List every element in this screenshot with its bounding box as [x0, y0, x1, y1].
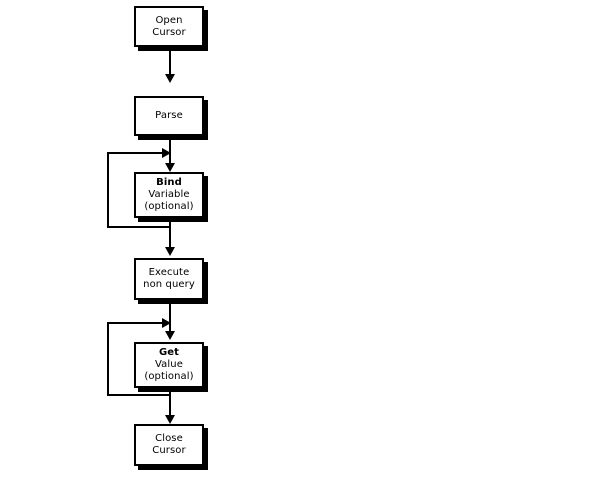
node-parse-label: Parse [136, 110, 202, 122]
connector-get-loopback-left-rail [107, 322, 109, 396]
node-close-cursor[interactable]: Close Cursor [134, 424, 204, 466]
node-parse-label-line-1: Parse [155, 110, 183, 122]
node-get-value-label-line-2: Value [155, 359, 183, 371]
connector-get-to-close-arrowhead [165, 415, 175, 424]
node-execute-non-query[interactable]: Execute non query [134, 258, 204, 300]
node-open-cursor[interactable]: Open Cursor [134, 6, 204, 47]
connector-open-to-parse-arrowhead [165, 74, 175, 83]
node-bind-variable-label-line-1: Bind [156, 177, 182, 189]
connector-execute-to-get-arrowhead [165, 331, 175, 340]
connector-parse-to-bind-arrowhead [165, 163, 175, 172]
connector-get-loopback-top [107, 322, 165, 324]
node-close-cursor-label-line-1: Close [155, 433, 183, 445]
connector-get-to-close-line [169, 392, 171, 416]
connector-open-to-parse-line [169, 51, 171, 75]
connector-bind-loopback-bottom [107, 226, 171, 228]
node-execute-non-query-label-line-2: non query [143, 279, 195, 290]
node-close-cursor-label-line-2: Cursor [152, 445, 186, 456]
node-open-cursor-label-line-1: Open [155, 14, 183, 26]
node-bind-variable-label-line-3: (optional) [144, 200, 194, 212]
node-get-value-label-line-1: Get [158, 347, 180, 359]
node-open-cursor-label-line-2: Cursor [152, 26, 186, 38]
node-close-cursor-label: Close Cursor [136, 433, 202, 457]
connector-bind-loopback-arrowhead [162, 148, 171, 158]
connector-bind-to-execute-arrowhead [165, 247, 175, 256]
node-get-value-label: Get Value (optional) [136, 347, 202, 382]
node-get-value[interactable]: Get Value (optional) [134, 342, 204, 388]
node-execute-non-query-label-line-1: Execute [148, 267, 190, 279]
node-bind-variable-label: Bind Variable (optional) [136, 177, 202, 212]
node-bind-variable[interactable]: Bind Variable (optional) [134, 172, 204, 218]
connector-get-loopback-bottom [107, 394, 171, 396]
node-open-cursor-label: Open Cursor [136, 15, 202, 39]
node-parse[interactable]: Parse [134, 96, 204, 136]
connector-bind-to-execute-line [169, 222, 171, 248]
connector-bind-loopback-left-rail [107, 152, 109, 228]
node-execute-non-query-label: Execute non query [136, 267, 202, 291]
node-bind-variable-label-line-2: Variable [148, 189, 190, 201]
connector-get-loopback-arrowhead [162, 318, 171, 328]
connector-bind-loopback-top [107, 152, 165, 154]
node-get-value-label-line-3: (optional) [144, 370, 194, 382]
